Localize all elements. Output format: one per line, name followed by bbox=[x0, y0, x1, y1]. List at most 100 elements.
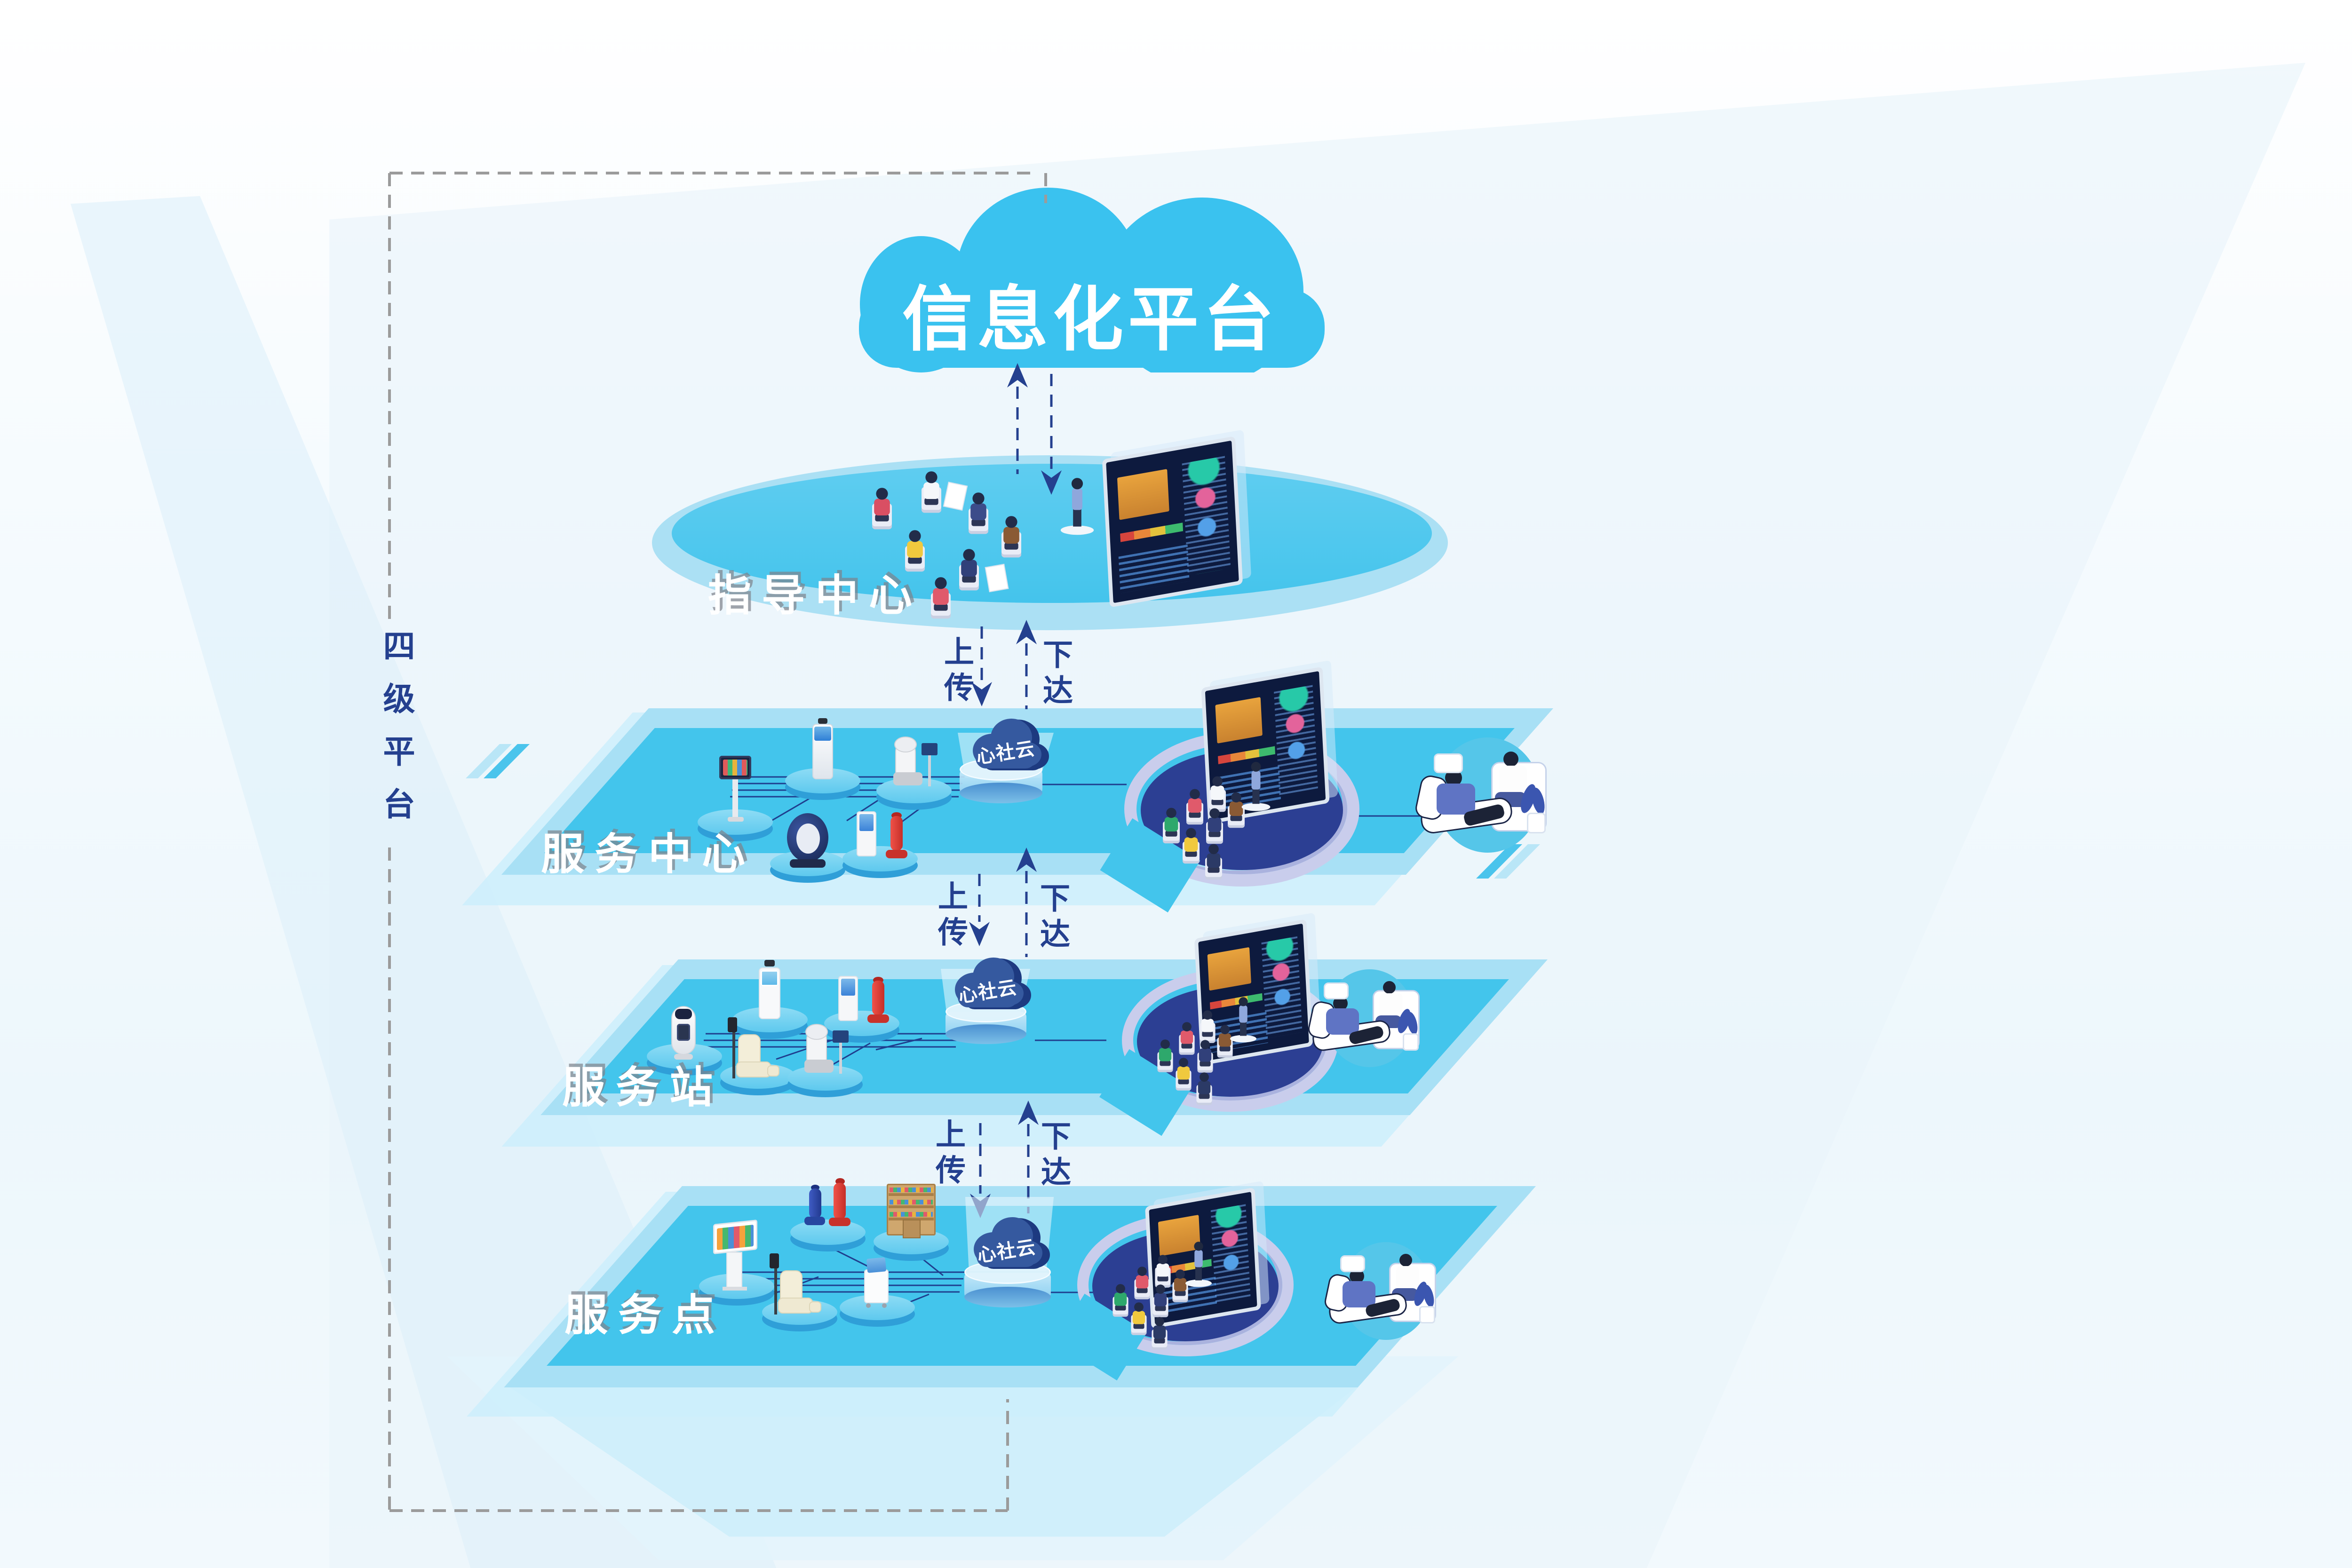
arrow-up-icon bbox=[1016, 620, 1037, 644]
service-station-label: 服务站 bbox=[562, 1064, 723, 1112]
head bbox=[1194, 1242, 1203, 1251]
legs bbox=[1157, 1275, 1168, 1282]
torso bbox=[1174, 1278, 1187, 1291]
legs bbox=[875, 514, 889, 522]
dispatch-label: 下达 bbox=[1039, 639, 1073, 710]
dashboard-widgets bbox=[1261, 936, 1303, 1038]
shelf-items bbox=[890, 1200, 933, 1204]
flow-arrowheads bbox=[969, 363, 1062, 1218]
torso bbox=[1184, 837, 1198, 852]
legs bbox=[1181, 1043, 1192, 1049]
legs bbox=[1115, 1305, 1126, 1311]
torso bbox=[1239, 1005, 1248, 1023]
kiosk-screen bbox=[814, 727, 831, 741]
legs bbox=[1136, 1287, 1148, 1293]
robot-base bbox=[674, 1054, 693, 1060]
torso bbox=[1188, 798, 1202, 813]
therapist-torso bbox=[1500, 766, 1527, 794]
shelf-board bbox=[889, 1218, 934, 1220]
legs bbox=[1189, 812, 1201, 818]
kiosk-screen bbox=[841, 979, 855, 996]
legs bbox=[1252, 788, 1260, 804]
vr-egg-seat bbox=[796, 824, 820, 854]
head bbox=[1005, 516, 1017, 528]
torso bbox=[1154, 1293, 1167, 1307]
legs bbox=[934, 603, 948, 611]
legs bbox=[908, 556, 922, 564]
head bbox=[1200, 1040, 1210, 1050]
arrow-down-icon bbox=[969, 922, 990, 946]
cart-wheel bbox=[866, 1303, 871, 1308]
dashboard-content bbox=[1106, 440, 1239, 603]
torso bbox=[1156, 1263, 1169, 1277]
legs bbox=[1211, 799, 1224, 805]
device-recliner bbox=[720, 982, 795, 1095]
arrow-down-icon bbox=[971, 682, 992, 706]
legs bbox=[1240, 1022, 1247, 1036]
head bbox=[1209, 808, 1220, 819]
xinsheyun-cloud: 心社云 bbox=[951, 952, 1031, 1010]
head bbox=[1231, 792, 1241, 803]
kiosk-screen bbox=[761, 970, 779, 986]
device-lectern bbox=[699, 1193, 774, 1306]
torso bbox=[1229, 801, 1243, 816]
recliner-seat bbox=[778, 1298, 813, 1314]
torso bbox=[1251, 770, 1261, 790]
legs bbox=[1155, 1305, 1166, 1311]
therapist-head bbox=[1503, 752, 1518, 767]
device-vr-egg bbox=[770, 770, 845, 883]
camera-icon bbox=[764, 960, 775, 966]
dashboard-widgets bbox=[1274, 685, 1319, 795]
legs bbox=[1208, 831, 1221, 837]
torso bbox=[1177, 1066, 1190, 1080]
torso bbox=[933, 588, 949, 605]
arrow-up-icon bbox=[1018, 1101, 1039, 1125]
phone-holder bbox=[770, 1253, 779, 1268]
base bbox=[1230, 1035, 1256, 1043]
therapist-torso bbox=[1396, 1266, 1419, 1290]
upload-label: 上传 bbox=[931, 1118, 965, 1190]
dashboard-widgets bbox=[1182, 456, 1231, 576]
device-massage-station bbox=[876, 697, 952, 810]
legs bbox=[1200, 1061, 1211, 1067]
punch-bag-red bbox=[890, 816, 903, 851]
torso bbox=[970, 503, 986, 520]
punch-bag-base bbox=[804, 1217, 825, 1225]
head bbox=[935, 577, 947, 589]
kiosk-screen bbox=[859, 814, 874, 831]
punch-bag-red bbox=[872, 981, 884, 1015]
plant-pot bbox=[1403, 1033, 1419, 1051]
service-station-dashboard bbox=[1194, 919, 1313, 1066]
monitor-screen bbox=[922, 743, 938, 755]
therapist-head bbox=[1399, 1254, 1412, 1267]
shelf-items bbox=[890, 1188, 933, 1192]
counseling-scene bbox=[1306, 965, 1429, 1081]
torso bbox=[923, 482, 939, 499]
torso bbox=[1153, 1325, 1166, 1339]
massage-chair-hood bbox=[805, 1024, 828, 1040]
device-kiosk-redbag bbox=[842, 765, 918, 878]
cart-wheel bbox=[882, 1303, 887, 1308]
massage-chair-hood bbox=[894, 736, 917, 752]
page-title: 信息化平台 bbox=[902, 280, 1279, 359]
head bbox=[1137, 1267, 1147, 1276]
head bbox=[1203, 1010, 1212, 1020]
torso bbox=[1003, 527, 1019, 544]
torso bbox=[874, 499, 890, 515]
cart-screen bbox=[866, 1257, 887, 1273]
dashboard-rows bbox=[1118, 545, 1190, 594]
torso bbox=[961, 560, 977, 577]
massage-chair-seat bbox=[893, 772, 922, 785]
punch-bag-base bbox=[829, 1218, 850, 1226]
legs bbox=[1073, 509, 1081, 527]
legs bbox=[971, 519, 985, 526]
torso bbox=[1114, 1292, 1127, 1306]
kiosk-base bbox=[728, 817, 744, 822]
speech-bubble-icon bbox=[1340, 1255, 1365, 1272]
patient-torso bbox=[1326, 1008, 1359, 1035]
head bbox=[1186, 828, 1196, 839]
legs bbox=[1160, 1060, 1171, 1066]
legs bbox=[1165, 831, 1177, 837]
recliner-footrest bbox=[767, 1065, 779, 1077]
